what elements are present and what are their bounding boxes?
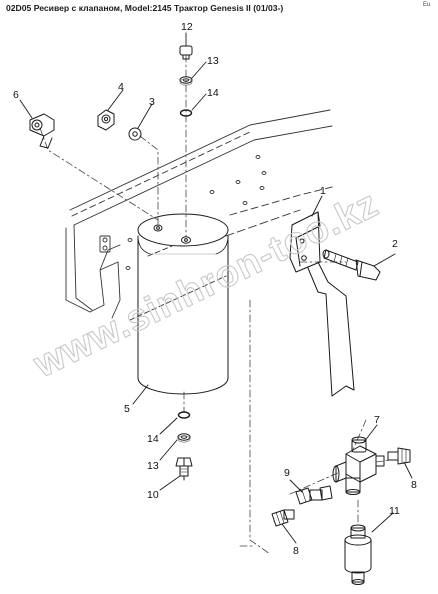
callout-10: 10 [147,489,159,501]
washer-top [179,76,193,86]
callout-2: 2 [392,238,398,250]
callout-9: 9 [284,467,290,479]
callout-8-left: 8 [293,545,299,557]
callout-4: 4 [118,81,124,93]
nipple-fitting [295,485,333,505]
callout-13-top: 13 [207,55,219,67]
callout-14-bottom: 14 [147,433,159,445]
flat-washer [128,127,142,141]
connector-left [271,509,295,527]
mounting-bracket [289,211,355,397]
drain-valve [175,457,193,481]
leader-lines [19,32,413,544]
receiver-tank [137,213,229,395]
diagram-title: 02D05 Ресивер с клапаном, Model:2145 Тра… [6,3,284,13]
mounting-bolt [322,249,381,281]
nut [97,109,115,131]
centerlines [39,54,393,555]
connector-right [387,447,411,465]
corner-mark: Eu [423,2,431,8]
callout-14-top: 14 [207,87,219,99]
check-valve [332,436,385,495]
frame-rail [65,109,337,321]
callout-3: 3 [149,96,155,108]
oring-top [179,109,193,117]
oring-bottom [177,411,191,419]
filter-cartridge [344,524,372,585]
callout-13-bottom: 13 [147,460,159,472]
washer-bottom [177,433,191,443]
callout-12: 12 [181,21,193,33]
callout-7: 7 [374,414,380,426]
callout-6: 6 [13,89,19,101]
callout-8-right: 8 [411,479,417,491]
callout-5: 5 [124,403,130,415]
callout-1: 1 [320,185,326,197]
elbow-fitting [29,113,55,149]
callouts: 12 13 14 4 3 6 1 2 5 14 13 10 7 8 9 8 11 [13,21,417,557]
callout-11: 11 [389,505,400,517]
